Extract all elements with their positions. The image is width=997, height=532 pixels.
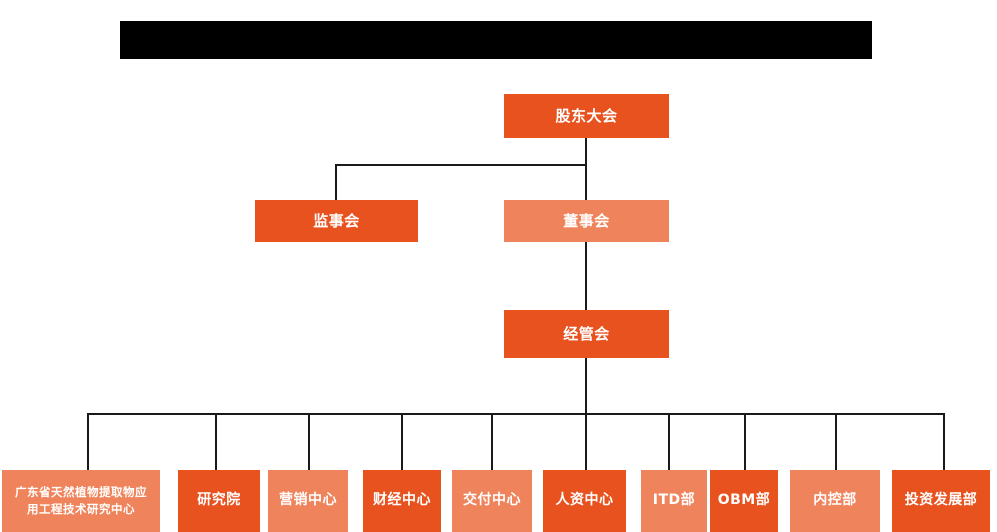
node-management-committee[interactable]: 经管会 <box>504 310 669 358</box>
node-label: 内控部 <box>813 492 857 509</box>
connector-stub-institute <box>215 413 217 470</box>
connector-stub-obm <box>744 413 746 470</box>
connector-to-board <box>585 164 587 200</box>
node-obm-department[interactable]: OBM部 <box>710 470 778 532</box>
node-shareholders-meeting[interactable]: 股东大会 <box>504 94 669 138</box>
node-itd-department[interactable]: ITD部 <box>641 470 707 532</box>
node-internal-control-department[interactable]: 内控部 <box>790 470 880 532</box>
node-board-of-directors[interactable]: 董事会 <box>504 200 669 242</box>
node-marketing-center[interactable]: 营销中心 <box>268 470 348 532</box>
node-label: 研究院 <box>197 492 241 509</box>
node-label: 投资发展部 <box>904 492 978 509</box>
node-hr-center[interactable]: 人资中心 <box>543 470 626 532</box>
connector-stub-internal-control <box>835 413 837 470</box>
node-delivery-center[interactable]: 交付中心 <box>452 470 532 532</box>
connector-stub-delivery <box>491 413 493 470</box>
node-label: 监事会 <box>313 211 360 230</box>
connector-stub-investment <box>943 413 945 470</box>
node-guangdong-research-center[interactable]: 广东省天然植物提取物应用工程技术研究中心 <box>2 470 160 532</box>
node-label-line1: 广东省天然植物提取物应 <box>15 485 147 500</box>
connector-shareholders-down <box>585 138 587 166</box>
node-label: 营销中心 <box>279 492 337 509</box>
connector-level2-bus <box>335 164 587 166</box>
redacted-title-banner <box>120 21 872 59</box>
node-label: 股东大会 <box>555 106 618 125</box>
connector-stub-marketing <box>308 413 310 470</box>
node-label: 人资中心 <box>555 492 614 509</box>
node-supervisory-board[interactable]: 监事会 <box>255 200 418 242</box>
connector-to-supervisory <box>335 164 337 200</box>
node-investment-development-department[interactable]: 投资发展部 <box>892 470 990 532</box>
connector-departments-bus <box>87 413 945 415</box>
connector-stub-hr <box>585 413 587 470</box>
connector-stub-itd <box>668 413 670 470</box>
connector-stub-finance <box>401 413 403 470</box>
node-label-multiline: 广东省天然植物提取物应用工程技术研究中心 <box>11 484 151 517</box>
node-label: 财经中心 <box>373 492 431 509</box>
connector-board-to-management <box>585 242 587 310</box>
node-finance-center[interactable]: 财经中心 <box>363 470 441 532</box>
node-label-line2: 用工程技术研究中心 <box>27 502 135 516</box>
node-institute[interactable]: 研究院 <box>178 470 260 532</box>
node-label: 经管会 <box>563 324 610 343</box>
connector-stub-research-center <box>87 413 89 470</box>
connector-management-down <box>585 358 587 415</box>
node-label: 董事会 <box>563 211 610 230</box>
node-label: 交付中心 <box>463 492 521 509</box>
node-label: ITD部 <box>652 492 696 509</box>
node-label: OBM部 <box>717 492 771 509</box>
